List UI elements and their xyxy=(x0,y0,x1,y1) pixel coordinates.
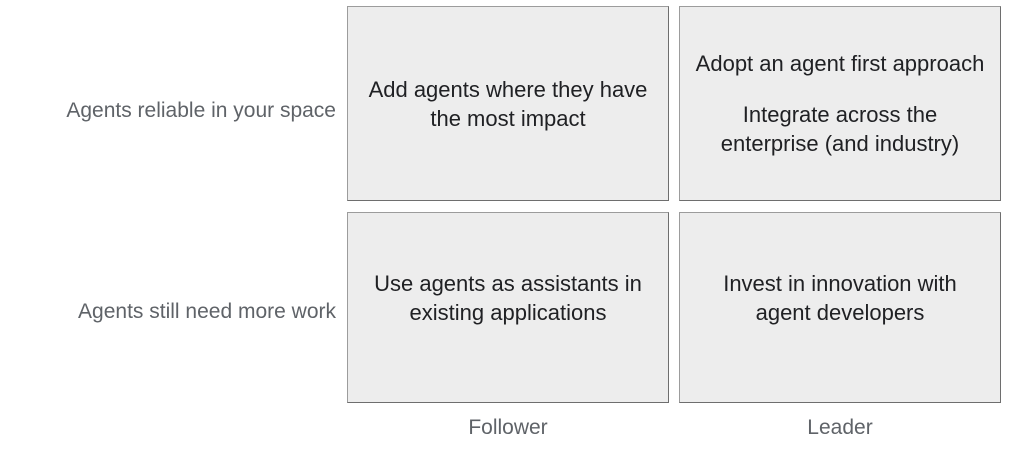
row-axis-label-more-work: Agents still need more work xyxy=(78,300,336,323)
quadrant-cell-top-left: Add agents where they have the most impa… xyxy=(347,6,669,201)
quadrant-cell-top-right-text-1: Adopt an agent first approach xyxy=(695,51,985,76)
column-axis-label-leader: Leader xyxy=(807,416,873,439)
quadrant-cell-bottom-right: Invest in innovation with agent develope… xyxy=(679,212,1001,403)
quadrant-cell-top-left-text: Add agents where they have the most impa… xyxy=(368,76,648,131)
quadrant-cell-bottom-left: Use agents as assistants in existing app… xyxy=(347,212,669,403)
quadrant-cell-bottom-left-text: Use agents as assistants in existing app… xyxy=(374,270,642,325)
column-axis-label-follower: Follower xyxy=(468,416,548,439)
quadrant-cell-bottom-right-text: Invest in innovation with agent develope… xyxy=(723,270,957,325)
row-axis-label-reliable: Agents reliable in your space xyxy=(66,99,336,122)
quadrant-cell-top-right: Adopt an agent first approach Integrate … xyxy=(679,6,1001,201)
quadrant-grid: Add agents where they have the most impa… xyxy=(347,6,1001,403)
quadrant-cell-top-right-text-2: Integrate across the enterprise (and ind… xyxy=(720,102,960,156)
